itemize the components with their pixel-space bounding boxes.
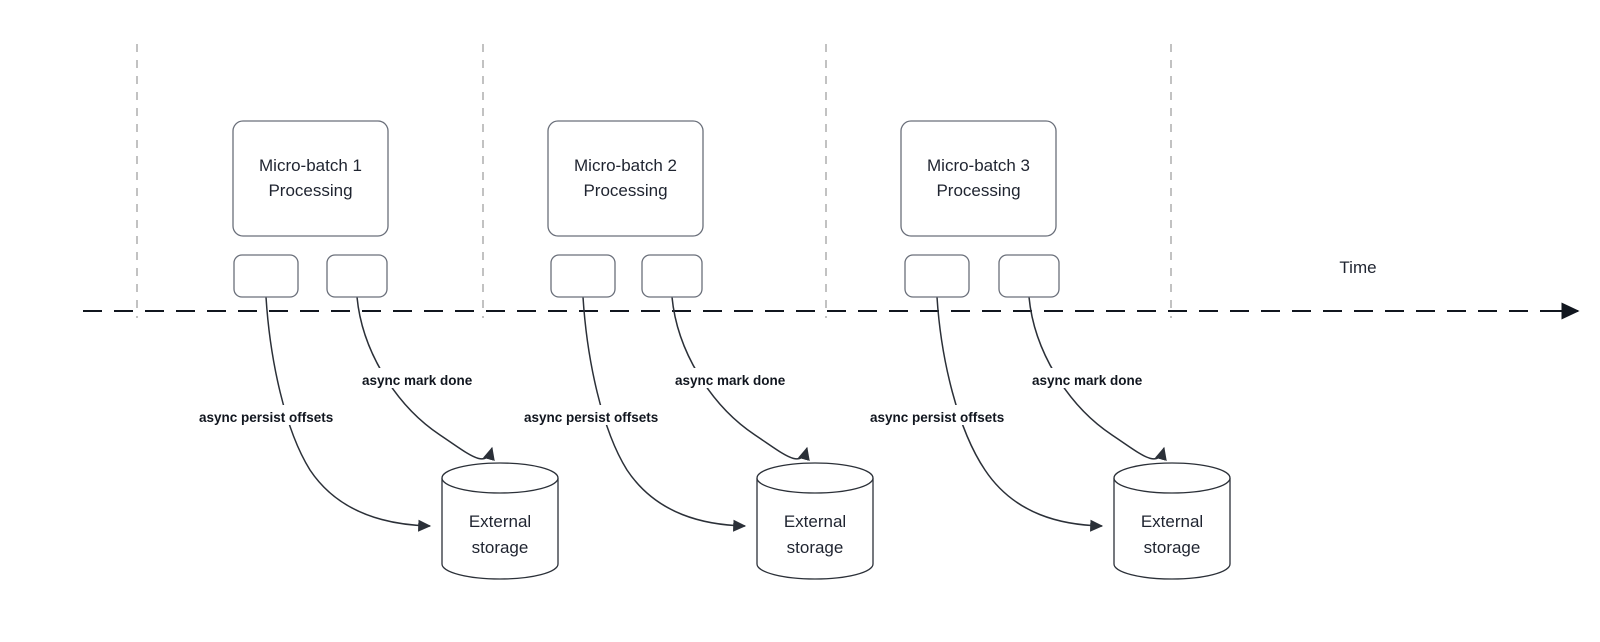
edge-label-async-mark-done-1: async mark done — [358, 368, 502, 388]
micro-batch-box-2-label-line1: Micro-batch 2 — [574, 156, 677, 175]
micro-batch-box-3-rect[interactable] — [900, 120, 1057, 237]
micro-batch-box-2-label-line2: Processing — [583, 181, 667, 200]
edge-label-async-persist-offsets-3-bg — [867, 405, 1045, 425]
external-storage-3-top[interactable] — [1113, 462, 1231, 494]
micro-batch-box-1[interactable]: Micro-batch 1 Processing — [232, 120, 389, 237]
edge-label-async-persist-offsets-1-text: async persist offsets — [199, 410, 333, 425]
external-storage-2-label-line1: External — [784, 512, 846, 531]
external-storage-2-body[interactable] — [756, 478, 874, 580]
external-storage-2[interactable]: External storage — [756, 462, 874, 580]
micro-batch-box-3-label-line2: Processing — [936, 181, 1020, 200]
edge-label-async-persist-offsets-2-bg — [521, 405, 699, 425]
edge-label-async-persist-offsets-2: async persist offsets — [521, 405, 699, 425]
external-storage-1-label-line1: External — [469, 512, 531, 531]
task-box-2-left[interactable] — [550, 254, 616, 298]
edge-label-async-mark-done-3-text: async mark done — [1032, 373, 1143, 388]
edge-async-mark-done-2 — [671, 296, 810, 461]
edge-label-async-mark-done-1-bg — [358, 368, 502, 388]
edge-label-async-mark-done-3-bg — [1028, 368, 1172, 388]
edge-label-async-mark-done-2-text: async mark done — [675, 373, 786, 388]
edge-label-async-persist-offsets-3: async persist offsets — [867, 405, 1045, 425]
micro-batch-box-2[interactable]: Micro-batch 2 Processing — [547, 120, 704, 237]
external-storage-1-top[interactable] — [441, 462, 559, 494]
edge-label-async-mark-done-2-bg — [671, 368, 815, 388]
edge-async-mark-done-3 — [1028, 296, 1167, 461]
micro-batch-box-3[interactable]: Micro-batch 3 Processing — [900, 120, 1057, 237]
external-storage-2-label-line2: storage — [787, 538, 844, 557]
task-box-3-right[interactable] — [998, 254, 1060, 298]
task-box-1-left[interactable] — [233, 254, 299, 298]
time-axis-label: Time — [1339, 258, 1376, 277]
edge-async-persist-offsets-3 — [936, 296, 1104, 532]
edge-label-async-mark-done-3: async mark done — [1028, 368, 1172, 388]
edge-async-persist-offsets-2 — [582, 296, 747, 532]
edge-label-async-persist-offsets-1-bg — [196, 405, 374, 425]
micro-batch-box-1-label-line1: Micro-batch 1 — [259, 156, 362, 175]
micro-batch-box-2-rect[interactable] — [547, 120, 704, 237]
external-storage-3[interactable]: External storage — [1113, 462, 1231, 580]
external-storage-2-top[interactable] — [756, 462, 874, 494]
external-storage-1[interactable]: External storage — [441, 462, 559, 580]
group-3: Micro-batch 3 Processing External storag… — [867, 120, 1231, 580]
micro-batch-box-1-rect[interactable] — [232, 120, 389, 237]
external-storage-1-label-line2: storage — [472, 538, 529, 557]
group-2: Micro-batch 2 Processing External storag… — [521, 120, 874, 580]
edge-label-async-mark-done-2: async mark done — [671, 368, 815, 388]
task-box-1-right[interactable] — [326, 254, 388, 298]
edge-label-async-mark-done-1-text: async mark done — [362, 373, 473, 388]
micro-batch-box-1-label-line2: Processing — [268, 181, 352, 200]
edge-label-async-persist-offsets-1: async persist offsets — [196, 405, 374, 425]
external-storage-3-body[interactable] — [1113, 478, 1231, 580]
task-box-3-left[interactable] — [904, 254, 970, 298]
edge-label-async-persist-offsets-2-text: async persist offsets — [524, 410, 658, 425]
edge-async-persist-offsets-1 — [265, 296, 432, 532]
group-1: Micro-batch 1 Processing External storag… — [196, 120, 559, 580]
edge-async-mark-done-1 — [356, 296, 495, 461]
external-storage-3-label-line1: External — [1141, 512, 1203, 531]
time-axis: Time — [83, 258, 1580, 320]
external-storage-3-label-line2: storage — [1144, 538, 1201, 557]
divider-lines — [136, 44, 1172, 318]
edge-label-async-persist-offsets-3-text: async persist offsets — [870, 410, 1004, 425]
micro-batch-box-3-label-line1: Micro-batch 3 — [927, 156, 1030, 175]
external-storage-1-body[interactable] — [441, 478, 559, 580]
task-box-2-right[interactable] — [641, 254, 703, 298]
